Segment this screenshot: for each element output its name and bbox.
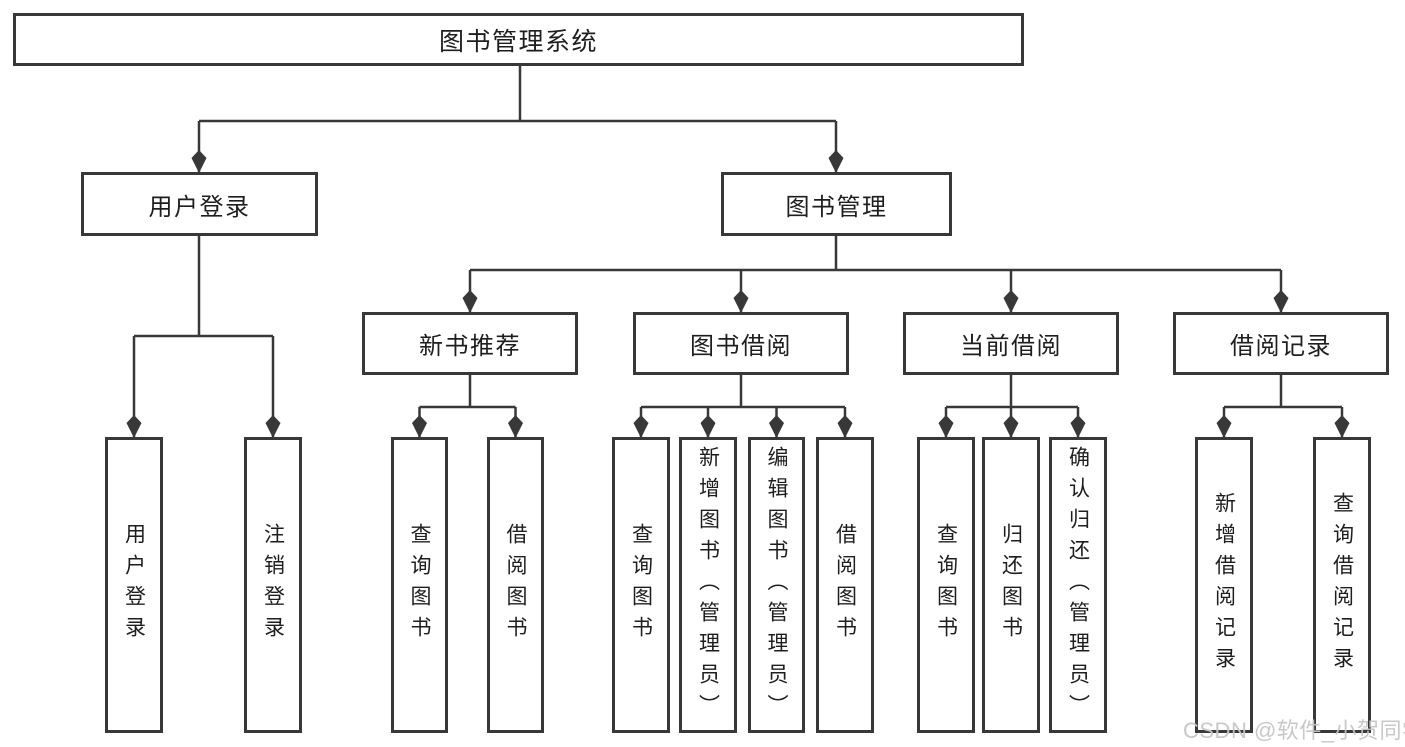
leaf-query-books-recommend-label: 查询图书 [408, 523, 431, 647]
node-current-borrowing: 当前借阅 [903, 312, 1119, 375]
connector-current-borrowing-to-leaves [938, 375, 1086, 438]
leaf-query-books-recommend: 查询图书 [391, 437, 448, 733]
leaf-query-borrow-record: 查询借阅记录 [1313, 437, 1371, 733]
node-borrowing-records: 借阅记录 [1173, 312, 1389, 375]
node-book-borrowing-label: 图书借阅 [690, 333, 792, 360]
node-user-login: 用户登录 [81, 172, 318, 236]
connector-root-to-level2 [191, 66, 844, 173]
connector-book-management-to-groups [462, 236, 1289, 313]
node-book-management-label: 图书管理 [785, 193, 888, 221]
leaf-edit-books-admin-label: 编辑图书（管理员） [765, 445, 788, 725]
leaf-borrow-books-recommend-label: 借阅图书 [504, 523, 527, 647]
node-book-borrowing: 图书借阅 [633, 312, 849, 375]
leaf-logout-label: 注销登录 [261, 523, 285, 647]
connector-book-borrowing-to-leaves [633, 375, 853, 438]
leaf-query-borrow-record-label: 查询借阅记录 [1330, 492, 1354, 678]
leaf-query-books-current-label: 查询图书 [934, 523, 958, 647]
leaf-add-borrow-record-label: 新增借阅记录 [1212, 492, 1236, 678]
leaf-borrow-books-label: 借阅图书 [833, 523, 857, 647]
leaf-edit-books-admin: 编辑图书（管理员） [748, 437, 805, 733]
connector-user-login-to-leaves [126, 236, 281, 438]
leaf-logout: 注销登录 [244, 437, 302, 733]
leaf-query-books-borrowing-label: 查询图书 [629, 523, 653, 647]
node-new-book-recommendation: 新书推荐 [362, 312, 578, 375]
leaf-query-books-current: 查询图书 [917, 437, 975, 733]
leaf-query-books-borrowing: 查询图书 [612, 437, 670, 733]
leaf-user-login-label: 用户登录 [122, 523, 146, 647]
node-root: 图书管理系统 [13, 13, 1024, 66]
leaf-confirm-return-admin: 确认归还（管理员） [1049, 437, 1107, 733]
node-book-management: 图书管理 [721, 172, 952, 236]
leaf-borrow-books-recommend: 借阅图书 [487, 437, 544, 733]
leaf-add-books-admin: 新增图书（管理员） [679, 437, 737, 733]
connector-new-book-recommendation-to-leaves [412, 375, 523, 438]
leaf-return-books: 归还图书 [982, 437, 1040, 733]
node-root-label: 图书管理系统 [438, 27, 598, 56]
node-current-borrowing-label: 当前借阅 [960, 333, 1062, 360]
csdn-watermark: CSDN @软件_小贺同学 [1183, 718, 1405, 743]
node-user-login-label: 用户登录 [148, 193, 251, 221]
leaf-confirm-return-admin-label: 确认归还（管理员） [1066, 445, 1090, 725]
leaf-add-books-admin-label: 新增图书（管理员） [696, 445, 720, 725]
connector-borrowing-records-to-leaves [1216, 375, 1350, 438]
leaf-add-borrow-record: 新增借阅记录 [1195, 437, 1253, 733]
node-borrowing-records-label: 借阅记录 [1230, 333, 1332, 360]
leaf-borrow-books: 借阅图书 [816, 437, 874, 733]
leaf-user-login: 用户登录 [105, 437, 163, 733]
node-new-book-recommendation-label: 新书推荐 [419, 333, 521, 360]
leaf-return-books-label: 归还图书 [999, 523, 1023, 647]
